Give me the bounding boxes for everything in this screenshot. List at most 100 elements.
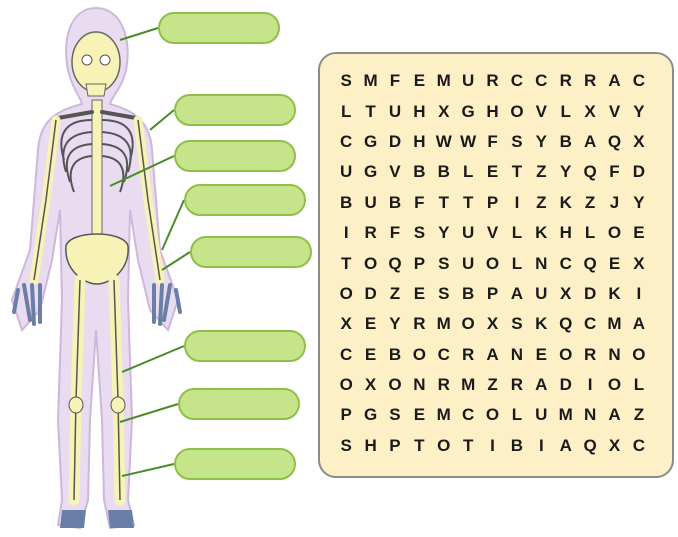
grid-letter[interactable]: Y bbox=[383, 309, 407, 339]
grid-letter[interactable]: T bbox=[407, 431, 431, 461]
grid-letter[interactable]: P bbox=[480, 188, 504, 218]
grid-letter[interactable]: S bbox=[334, 66, 358, 96]
grid-letter[interactable]: N bbox=[529, 248, 553, 278]
grid-letter[interactable]: L bbox=[334, 96, 358, 126]
grid-letter[interactable]: X bbox=[358, 370, 382, 400]
grid-letter[interactable]: U bbox=[383, 96, 407, 126]
grid-letter[interactable]: W bbox=[432, 127, 456, 157]
grid-letter[interactable]: N bbox=[578, 400, 602, 430]
grid-letter[interactable]: T bbox=[456, 188, 480, 218]
grid-letter[interactable]: O bbox=[383, 370, 407, 400]
grid-letter[interactable]: C bbox=[334, 340, 358, 370]
grid-letter[interactable]: L bbox=[578, 218, 602, 248]
grid-letter[interactable]: L bbox=[627, 370, 651, 400]
grid-letter[interactable]: S bbox=[383, 400, 407, 430]
grid-letter[interactable]: U bbox=[529, 400, 553, 430]
grid-letter[interactable]: F bbox=[383, 66, 407, 96]
answer-box-8[interactable] bbox=[174, 448, 296, 480]
grid-letter[interactable]: S bbox=[407, 218, 431, 248]
grid-letter[interactable]: B bbox=[432, 157, 456, 187]
grid-letter[interactable]: X bbox=[627, 248, 651, 278]
grid-letter[interactable]: F bbox=[480, 127, 504, 157]
grid-letter[interactable]: R bbox=[480, 66, 504, 96]
grid-letter[interactable]: M bbox=[432, 66, 456, 96]
grid-letter[interactable]: G bbox=[456, 96, 480, 126]
grid-letter[interactable]: H bbox=[358, 431, 382, 461]
grid-letter[interactable]: X bbox=[602, 431, 626, 461]
grid-letter[interactable]: P bbox=[334, 400, 358, 430]
answer-box-7[interactable] bbox=[178, 388, 300, 420]
grid-letter[interactable]: B bbox=[407, 157, 431, 187]
grid-letter[interactable]: O bbox=[602, 370, 626, 400]
grid-letter[interactable]: M bbox=[358, 66, 382, 96]
grid-letter[interactable]: A bbox=[602, 400, 626, 430]
grid-letter[interactable]: R bbox=[432, 370, 456, 400]
grid-letter[interactable]: O bbox=[602, 218, 626, 248]
answer-box-5[interactable] bbox=[190, 236, 312, 268]
grid-letter[interactable]: I bbox=[529, 431, 553, 461]
grid-letter[interactable]: R bbox=[554, 66, 578, 96]
grid-letter[interactable]: E bbox=[529, 340, 553, 370]
grid-letter[interactable]: R bbox=[358, 218, 382, 248]
grid-letter[interactable]: R bbox=[578, 66, 602, 96]
grid-letter[interactable]: B bbox=[456, 279, 480, 309]
grid-letter[interactable]: E bbox=[602, 248, 626, 278]
grid-letter[interactable]: L bbox=[505, 248, 529, 278]
grid-letter[interactable]: N bbox=[505, 340, 529, 370]
grid-letter[interactable]: I bbox=[627, 279, 651, 309]
grid-letter[interactable]: C bbox=[432, 340, 456, 370]
grid-letter[interactable]: P bbox=[383, 431, 407, 461]
grid-letter[interactable]: R bbox=[456, 340, 480, 370]
grid-letter[interactable]: Q bbox=[602, 127, 626, 157]
grid-letter[interactable]: N bbox=[407, 370, 431, 400]
grid-letter[interactable]: B bbox=[334, 188, 358, 218]
grid-letter[interactable]: O bbox=[334, 370, 358, 400]
grid-letter[interactable]: S bbox=[505, 127, 529, 157]
answer-box-1[interactable] bbox=[158, 12, 280, 44]
grid-letter[interactable]: L bbox=[456, 157, 480, 187]
grid-letter[interactable]: O bbox=[554, 340, 578, 370]
grid-letter[interactable]: M bbox=[456, 370, 480, 400]
grid-letter[interactable]: X bbox=[480, 309, 504, 339]
grid-letter[interactable]: U bbox=[456, 218, 480, 248]
grid-letter[interactable]: L bbox=[505, 218, 529, 248]
grid-letter[interactable]: I bbox=[334, 218, 358, 248]
grid-letter[interactable]: C bbox=[456, 400, 480, 430]
grid-letter[interactable]: Y bbox=[627, 188, 651, 218]
answer-box-2[interactable] bbox=[174, 94, 296, 126]
grid-letter[interactable]: H bbox=[407, 96, 431, 126]
grid-letter[interactable]: Q bbox=[578, 157, 602, 187]
grid-letter[interactable]: K bbox=[554, 188, 578, 218]
grid-letter[interactable]: T bbox=[456, 431, 480, 461]
grid-letter[interactable]: Z bbox=[383, 279, 407, 309]
grid-letter[interactable]: E bbox=[358, 340, 382, 370]
grid-letter[interactable]: K bbox=[529, 218, 553, 248]
grid-letter[interactable]: Y bbox=[432, 218, 456, 248]
grid-letter[interactable]: M bbox=[432, 400, 456, 430]
grid-letter[interactable]: S bbox=[505, 309, 529, 339]
grid-letter[interactable]: U bbox=[358, 188, 382, 218]
grid-letter[interactable]: G bbox=[358, 400, 382, 430]
grid-letter[interactable]: H bbox=[480, 96, 504, 126]
grid-letter[interactable]: M bbox=[554, 400, 578, 430]
answer-box-6[interactable] bbox=[184, 330, 306, 362]
grid-letter[interactable]: A bbox=[554, 431, 578, 461]
grid-letter[interactable]: U bbox=[529, 279, 553, 309]
grid-letter[interactable]: P bbox=[480, 279, 504, 309]
grid-letter[interactable]: Y bbox=[627, 96, 651, 126]
grid-letter[interactable]: Q bbox=[578, 248, 602, 278]
grid-letter[interactable]: R bbox=[407, 309, 431, 339]
grid-letter[interactable]: X bbox=[578, 96, 602, 126]
grid-letter[interactable]: Z bbox=[529, 157, 553, 187]
grid-letter[interactable]: X bbox=[554, 279, 578, 309]
grid-letter[interactable]: H bbox=[554, 218, 578, 248]
grid-letter[interactable]: Q bbox=[578, 431, 602, 461]
grid-letter[interactable]: A bbox=[505, 279, 529, 309]
grid-letter[interactable]: O bbox=[456, 309, 480, 339]
grid-letter[interactable]: J bbox=[602, 188, 626, 218]
grid-letter[interactable]: B bbox=[554, 127, 578, 157]
grid-letter[interactable]: D bbox=[554, 370, 578, 400]
grid-letter[interactable]: T bbox=[505, 157, 529, 187]
grid-letter[interactable]: Z bbox=[480, 370, 504, 400]
grid-letter[interactable]: E bbox=[407, 279, 431, 309]
